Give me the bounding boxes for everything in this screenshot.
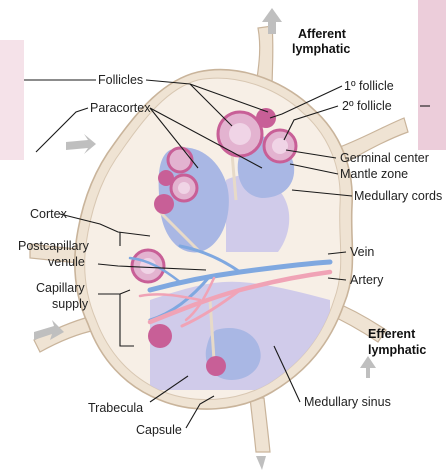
label-artery: Artery — [350, 273, 384, 287]
follicle-primary-3 — [154, 194, 174, 214]
label-afferent-line2: lymphatic — [292, 42, 350, 56]
germinal-center-1 — [229, 123, 251, 145]
label-paracortex: Paracortex — [90, 101, 151, 115]
label-efferent-line2: lymphatic — [368, 343, 426, 357]
label-postcapillary-line2: venule — [48, 255, 85, 269]
afferent-arrow-bottom — [256, 456, 266, 470]
label-trabecula: Trabecula — [88, 401, 143, 415]
follicle-secondary-3 — [168, 148, 192, 172]
label-follicles: Follicles — [98, 73, 143, 87]
label-mantle-zone: Mantle zone — [340, 167, 408, 181]
label-capsule: Capsule — [136, 423, 182, 437]
label-afferent-line1: Afferent — [298, 27, 347, 41]
background-tissue-left — [0, 40, 24, 160]
germinal-center-3 — [178, 182, 190, 194]
label-medullary-sinus: Medullary sinus — [304, 395, 391, 409]
label-vein: Vein — [350, 245, 374, 259]
label-cortex: Cortex — [30, 207, 68, 221]
background-tissue-right — [418, 0, 446, 150]
label-capillary-line1: Capillary — [36, 281, 85, 295]
label-germinal-center: Germinal center — [340, 151, 429, 165]
follicle-primary-4 — [148, 324, 172, 348]
germinal-center-2 — [272, 138, 288, 154]
label-capillary-line2: supply — [52, 297, 89, 311]
afferent-arrow-left-top — [66, 134, 96, 154]
label-secondary-follicle: 2º follicle — [342, 99, 392, 113]
label-primary-follicle: 1º follicle — [344, 79, 394, 93]
label-efferent-line1: Efferent — [368, 327, 416, 341]
follicle-primary-5 — [206, 356, 226, 376]
label-medullary-cords: Medullary cords — [354, 189, 442, 203]
label-postcapillary-line1: Postcapillary — [18, 239, 90, 253]
efferent-arrow — [360, 356, 376, 378]
